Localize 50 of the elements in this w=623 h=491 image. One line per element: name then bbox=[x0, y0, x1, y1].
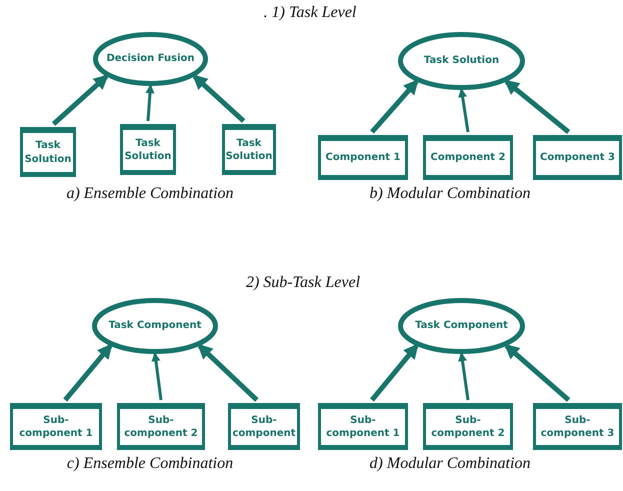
arrow bbox=[52, 74, 109, 126]
ellipse-node bbox=[398, 298, 525, 354]
ellipse-node bbox=[92, 298, 218, 354]
node-label: Task Component bbox=[108, 319, 202, 333]
node-label: Component 3 bbox=[540, 151, 615, 165]
panel-caption: d) Modular Combination bbox=[370, 455, 530, 473]
process-box bbox=[318, 403, 408, 450]
ellipse-node bbox=[93, 32, 208, 86]
ellipse-node bbox=[398, 32, 525, 90]
arrow bbox=[146, 84, 154, 122]
arrow bbox=[63, 344, 112, 402]
arrow bbox=[504, 344, 570, 402]
process-box bbox=[533, 135, 622, 180]
arrow bbox=[504, 80, 570, 134]
node-label: Component 2 bbox=[430, 151, 506, 165]
arrow bbox=[458, 352, 470, 400]
node-label: Task Component bbox=[415, 319, 508, 333]
arrow bbox=[197, 344, 259, 402]
process-box bbox=[533, 403, 622, 450]
node-label: Component 1 bbox=[326, 151, 400, 165]
process-box bbox=[423, 403, 513, 450]
panel-caption: 2) Sub-Task Level bbox=[246, 274, 360, 292]
process-box bbox=[423, 135, 513, 180]
process-box bbox=[120, 124, 176, 175]
arrow bbox=[458, 88, 470, 132]
process-box bbox=[228, 403, 300, 450]
node-label: Decision Fusion bbox=[106, 52, 195, 66]
node-label: Task Solution bbox=[124, 136, 172, 164]
panel-caption: c) Ensemble Combination bbox=[66, 455, 234, 473]
panel-caption: . 1) Task Level bbox=[264, 4, 356, 22]
process-box bbox=[222, 124, 276, 175]
node-label: Sub- component 2 bbox=[430, 414, 506, 440]
arrow bbox=[192, 74, 246, 123]
arrow bbox=[151, 352, 162, 400]
node-label: Sub- component 3 bbox=[540, 414, 616, 440]
panel-caption: b) Modular Combination bbox=[370, 185, 530, 203]
arrow bbox=[370, 79, 419, 134]
node-label: Sub- component 2 bbox=[123, 414, 199, 440]
process-box bbox=[318, 135, 408, 180]
node-label: Task Solution bbox=[225, 136, 273, 164]
process-box bbox=[117, 403, 205, 450]
process-box bbox=[20, 127, 76, 177]
arrow bbox=[370, 343, 419, 402]
node-label: Sub- component 1 bbox=[325, 414, 401, 440]
node-label: Task Solution bbox=[424, 54, 500, 68]
panel-caption: a) Ensemble Combination bbox=[66, 185, 234, 203]
node-label: Sub- component 1 bbox=[18, 414, 94, 440]
process-box bbox=[10, 403, 102, 450]
node-label: Task Solution bbox=[24, 139, 72, 166]
node-label: Sub- component bbox=[231, 414, 297, 440]
